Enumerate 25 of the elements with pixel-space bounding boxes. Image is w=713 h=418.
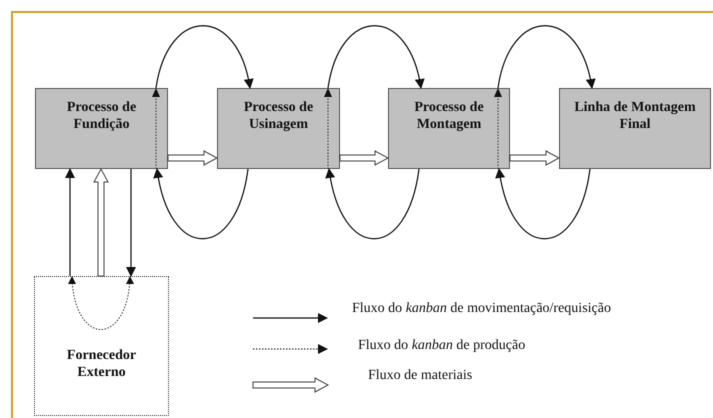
node-label: Fornecedor Externo (66, 347, 138, 381)
node-label: Linha de Montagem Final (573, 99, 697, 133)
process-box (217, 88, 340, 169)
material-flow-arrow (168, 150, 218, 166)
legend-text: Fluxo de materiais (368, 368, 472, 384)
kanban-flow-arrow (126, 169, 136, 277)
process-box (388, 88, 510, 169)
process-box (35, 88, 168, 169)
legend-text: Fluxo do kanban de movimentação/requisição (352, 301, 611, 317)
kanban-flow-arrow (65, 168, 75, 276)
material-flow-arrow (93, 168, 109, 276)
kanban-flow-arrow (496, 168, 591, 240)
kanban-flow-arrow (154, 168, 249, 240)
node-label: Processo de Montagem (413, 99, 485, 133)
node-label: Processo de Usinagem (242, 99, 314, 133)
kanban-flow-arrow (497, 25, 595, 89)
supplier-box (34, 276, 169, 416)
legend-text: Fluxo do kanban de produção (358, 338, 526, 354)
material-flow-arrow (510, 150, 560, 166)
kanban-flow-arrow (155, 25, 253, 89)
material-flow-arrow (340, 150, 390, 166)
node-label: Processo de Fundição (66, 99, 138, 133)
kanban-flow-arrow (326, 168, 420, 240)
kanban-flow-arrow (327, 25, 424, 89)
process-box (559, 88, 711, 169)
